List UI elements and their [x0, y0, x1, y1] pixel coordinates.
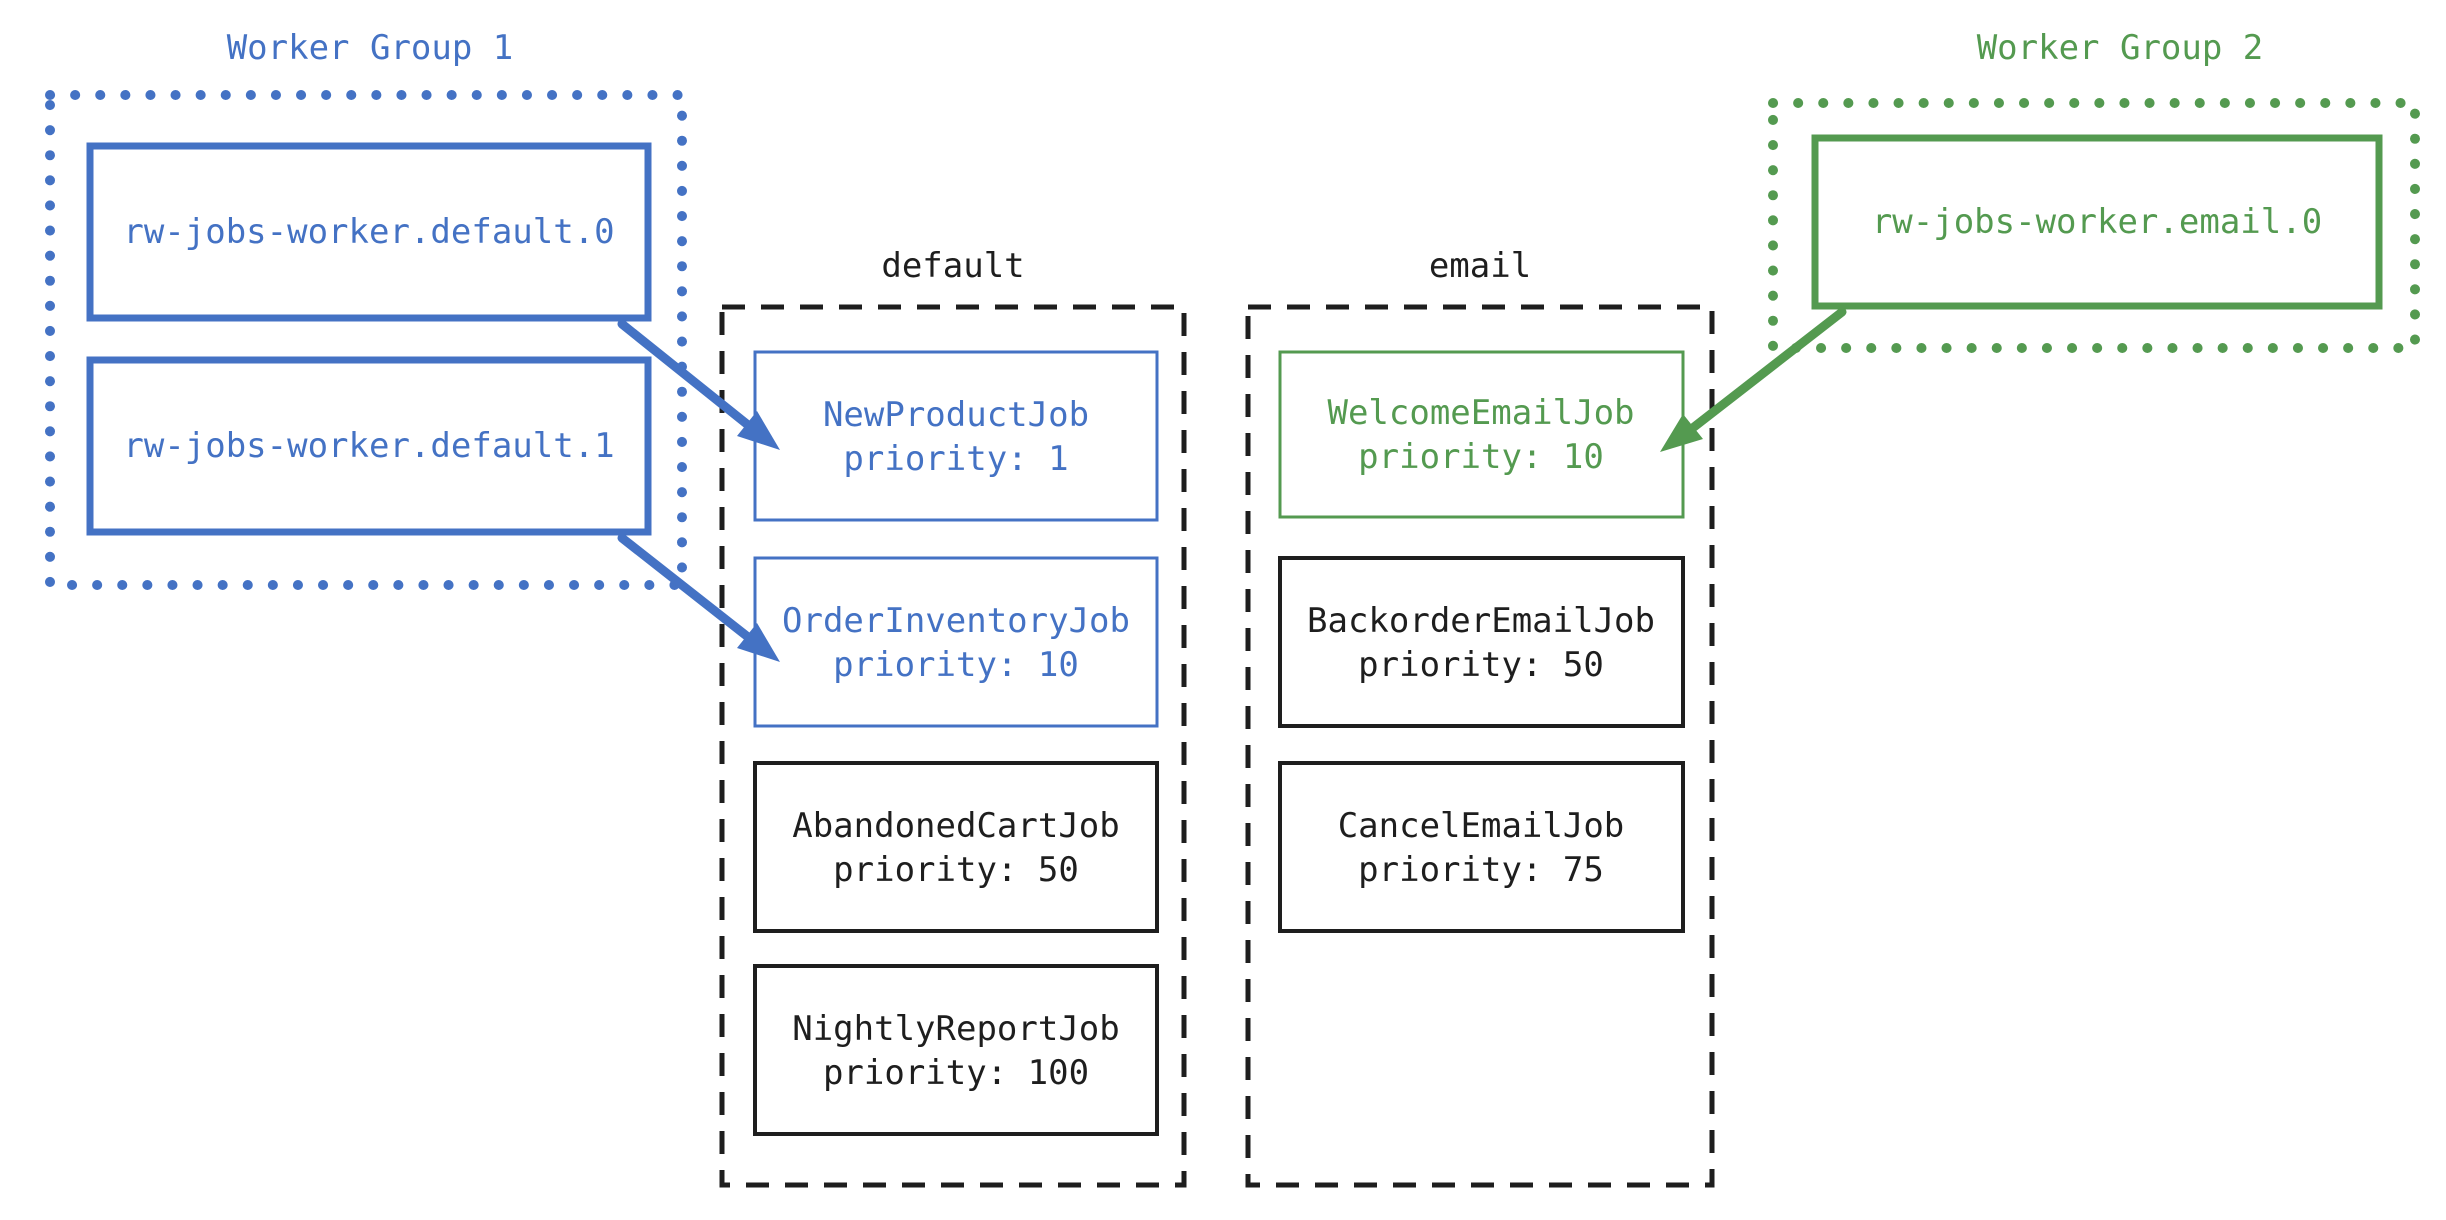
worker-group-1: Worker Group 1 rw-jobs-worker.default.0 … [45, 28, 687, 590]
queue-default: default NewProductJob priority: 1 OrderI… [719, 246, 1187, 1188]
arrow-line-email0-welcomeemail [1689, 307, 1847, 432]
job-box-cancel-email [1278, 761, 1685, 933]
job-name-new-product: NewProductJob [823, 395, 1089, 435]
worker-box-default-1 [86, 356, 652, 536]
job-name-order-inventory: OrderInventoryJob [782, 601, 1130, 641]
job-name-cancel-email: CancelEmailJob [1338, 806, 1625, 846]
job-priority-cancel-email: priority: 75 [1358, 850, 1604, 890]
worker-box-email-0 [1811, 134, 2383, 310]
arrow-head-default1-orderinventory [737, 623, 780, 662]
queue-default-title: default [881, 246, 1024, 286]
job-name-nightly-report: NightlyReportJob [792, 1009, 1120, 1049]
worker-box-default-0 [86, 142, 652, 322]
worker-group-2-title: Worker Group 2 [1977, 28, 2264, 68]
arrow-line-default0-newproduct [617, 319, 753, 430]
queue-default-dashed-border [719, 304, 1187, 1188]
job-priority-nightly-report: priority: 100 [823, 1053, 1089, 1093]
worker-group-1-title: Worker Group 1 [227, 28, 514, 68]
job-priority-backorder-email: priority: 50 [1358, 645, 1604, 685]
queue-email-title: email [1429, 246, 1531, 286]
job-name-backorder-email: BackorderEmailJob [1307, 601, 1655, 641]
job-priority-welcome-email: priority: 10 [1358, 437, 1604, 477]
worker-group-1-dotted-border [45, 90, 687, 590]
queue-email: email WelcomeEmailJob priority: 10 Backo… [1245, 246, 1715, 1188]
worker-label-default-1: rw-jobs-worker.default.1 [123, 426, 614, 466]
worker-label-default-0: rw-jobs-worker.default.0 [123, 212, 614, 252]
job-box-backorder-email [1278, 556, 1685, 728]
connection-arrows [617, 307, 1847, 662]
job-box-order-inventory [753, 556, 1159, 728]
job-name-abandoned-cart: AbandonedCartJob [792, 806, 1120, 846]
job-priority-new-product: priority: 1 [843, 439, 1068, 479]
queue-email-dashed-border [1245, 304, 1715, 1188]
job-box-abandoned-cart [753, 761, 1159, 933]
job-priority-abandoned-cart: priority: 50 [833, 850, 1079, 890]
job-priority-order-inventory: priority: 10 [833, 645, 1079, 685]
worker-group-2-dotted-border [1768, 98, 2420, 353]
arrow-line-default1-orderinventory [617, 533, 753, 642]
arrow-head-email0-welcomeemail [1660, 414, 1703, 452]
job-box-nightly-report [753, 964, 1159, 1136]
worker-group-2: Worker Group 2 rw-jobs-worker.email.0 [1768, 28, 2420, 353]
arrow-head-default0-newproduct [737, 411, 780, 450]
worker-label-email-0: rw-jobs-worker.email.0 [1872, 202, 2322, 242]
job-name-welcome-email: WelcomeEmailJob [1327, 393, 1634, 433]
job-box-new-product [753, 350, 1159, 522]
job-box-welcome-email [1278, 350, 1685, 519]
